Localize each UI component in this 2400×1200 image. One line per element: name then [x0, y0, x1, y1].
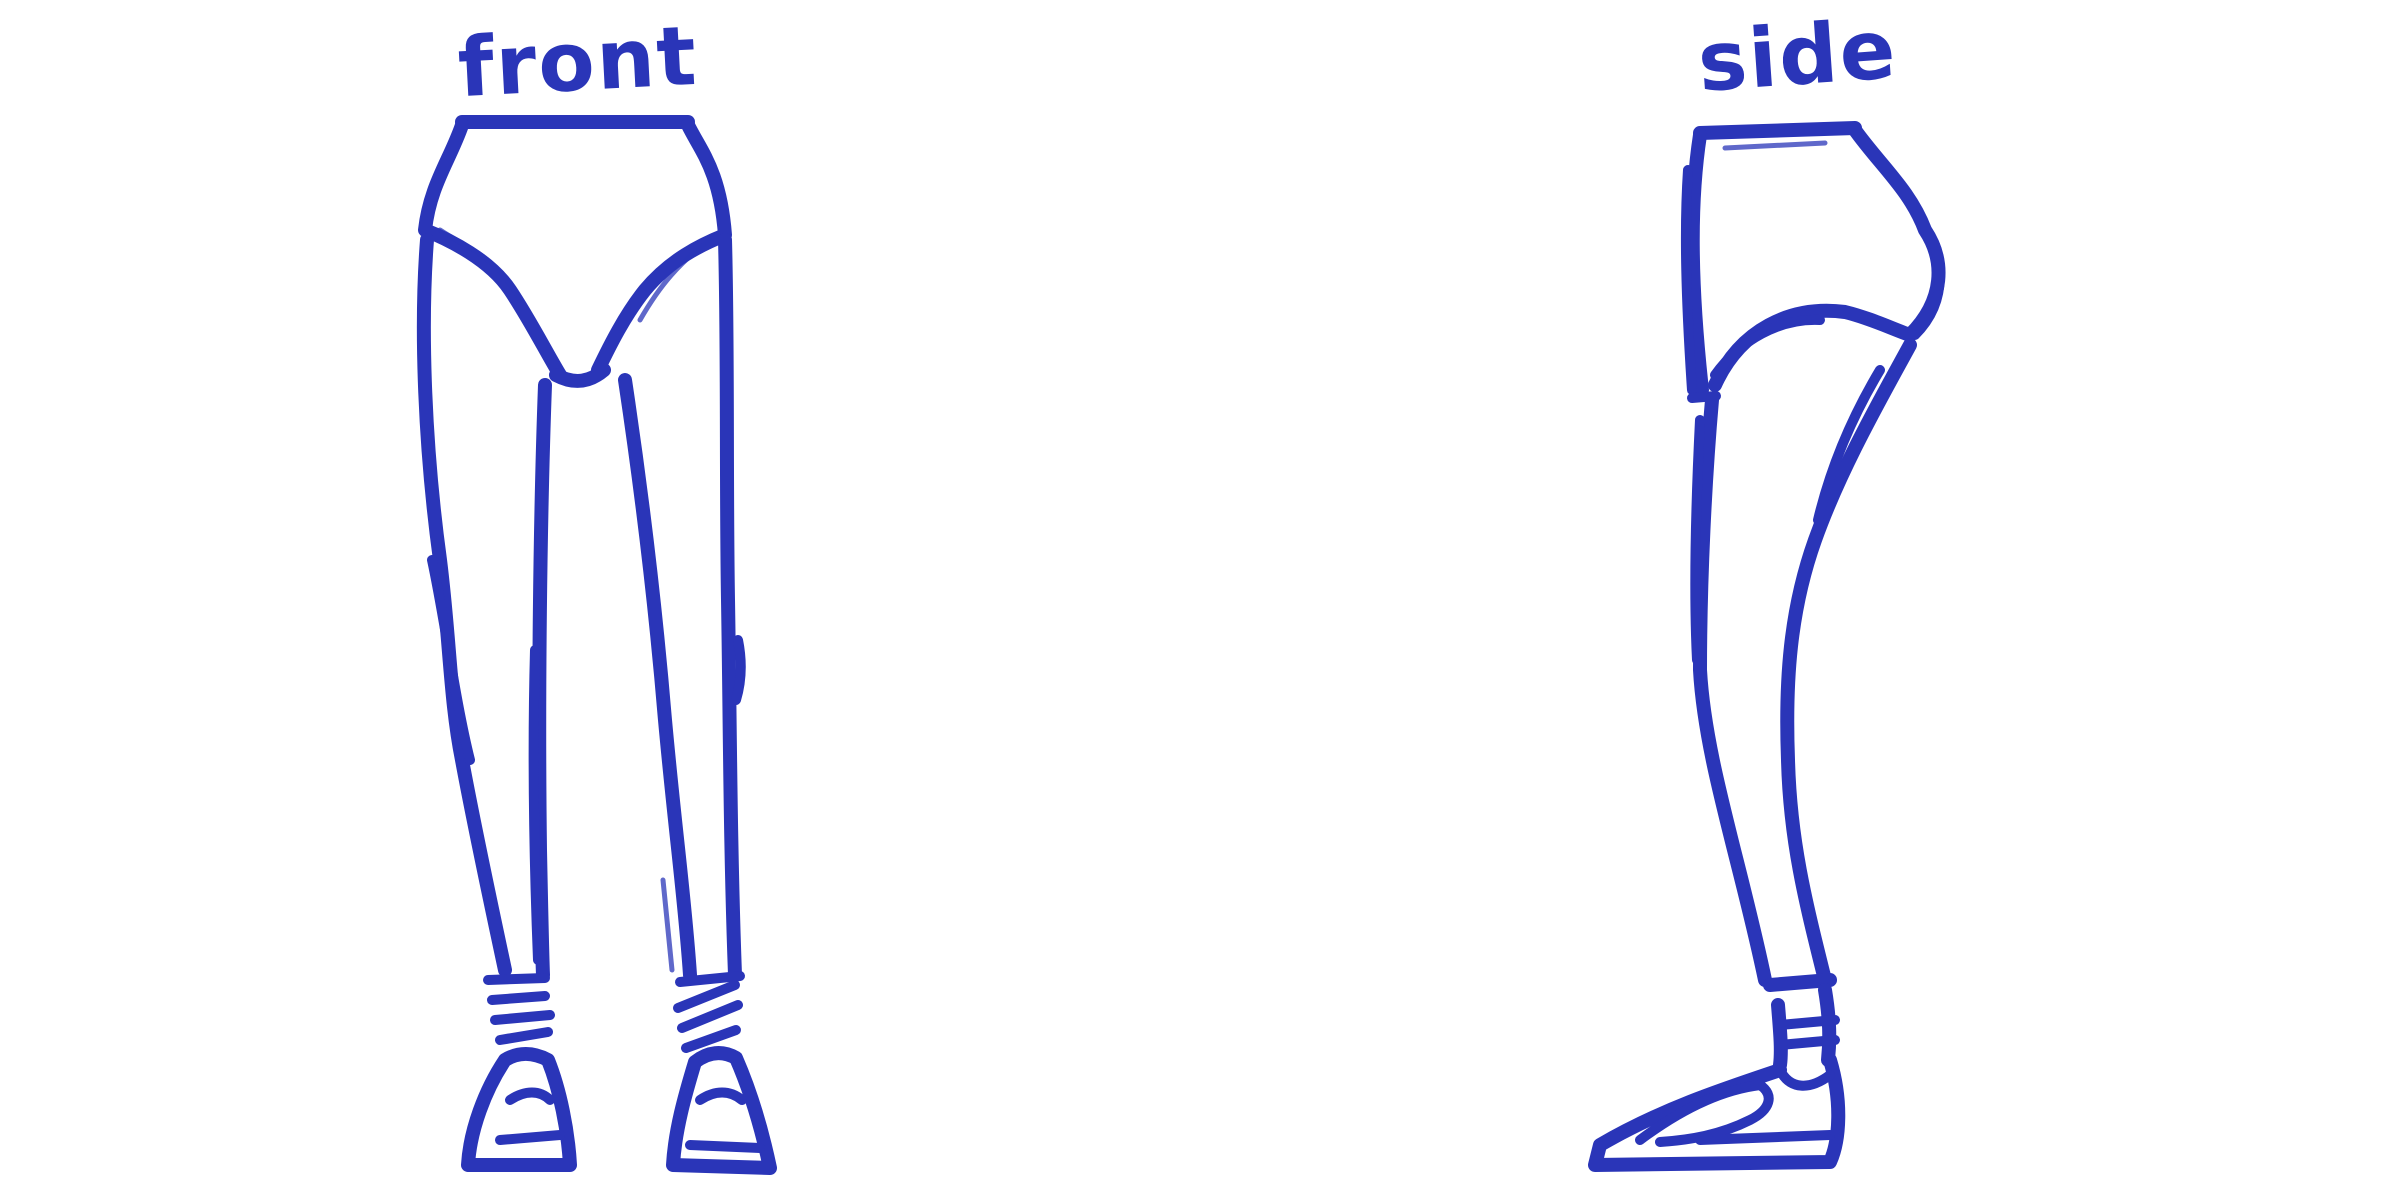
front-view-legs-sketch	[416, 115, 777, 1175]
front-left-leg	[416, 233, 552, 982]
front-right-foot	[666, 971, 777, 1175]
side-hips	[1680, 121, 1946, 403]
front-right-leg	[618, 233, 746, 982]
front-hips	[418, 115, 732, 388]
side-leg	[1690, 338, 1917, 987]
side-foot	[1588, 973, 1846, 1172]
side-view-leg-sketch	[1588, 121, 1946, 1172]
front-left-foot	[461, 973, 577, 1172]
